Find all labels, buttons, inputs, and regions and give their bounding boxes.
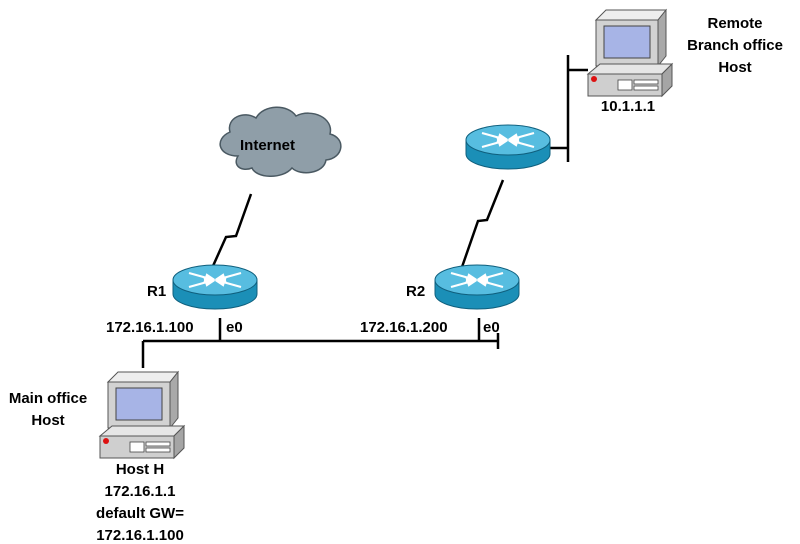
router-remote[interactable]	[464, 123, 552, 171]
internet-label: Internet	[240, 137, 295, 154]
r1-name-label: R1	[147, 283, 166, 300]
remote-host-ip-label: 10.1.1.1	[601, 98, 655, 115]
main-host-label-line1: Main office	[9, 390, 87, 407]
internet-cloud	[219, 106, 342, 177]
remote-host-label-line3: Host	[718, 59, 751, 76]
main-host-label-line2: Host	[31, 412, 64, 429]
remote-host-label-line1: Remote	[707, 15, 762, 32]
router-r1[interactable]	[171, 263, 259, 311]
r2-remote-serial-link	[460, 179, 505, 268]
r1-ip-label: 172.16.1.100	[106, 319, 194, 336]
remote-branch-host[interactable]	[587, 9, 673, 97]
main-office-host[interactable]	[99, 371, 185, 459]
remote-host-label-line2: Branch office	[687, 37, 783, 54]
r2-ip-label: 172.16.1.200	[360, 319, 448, 336]
r1-internet-serial-link	[211, 193, 253, 267]
router-r2[interactable]	[433, 263, 521, 311]
main-host-name-label: Host H	[116, 461, 164, 478]
r1-interface-label: e0	[226, 319, 243, 336]
main-host-gateway-ip-label: 172.16.1.100	[96, 527, 184, 544]
main-host-ip-label: 172.16.1.1	[105, 483, 176, 500]
r2-interface-label: e0	[483, 319, 500, 336]
main-host-gateway-label: default GW=	[96, 505, 184, 522]
r2-name-label: R2	[406, 283, 425, 300]
